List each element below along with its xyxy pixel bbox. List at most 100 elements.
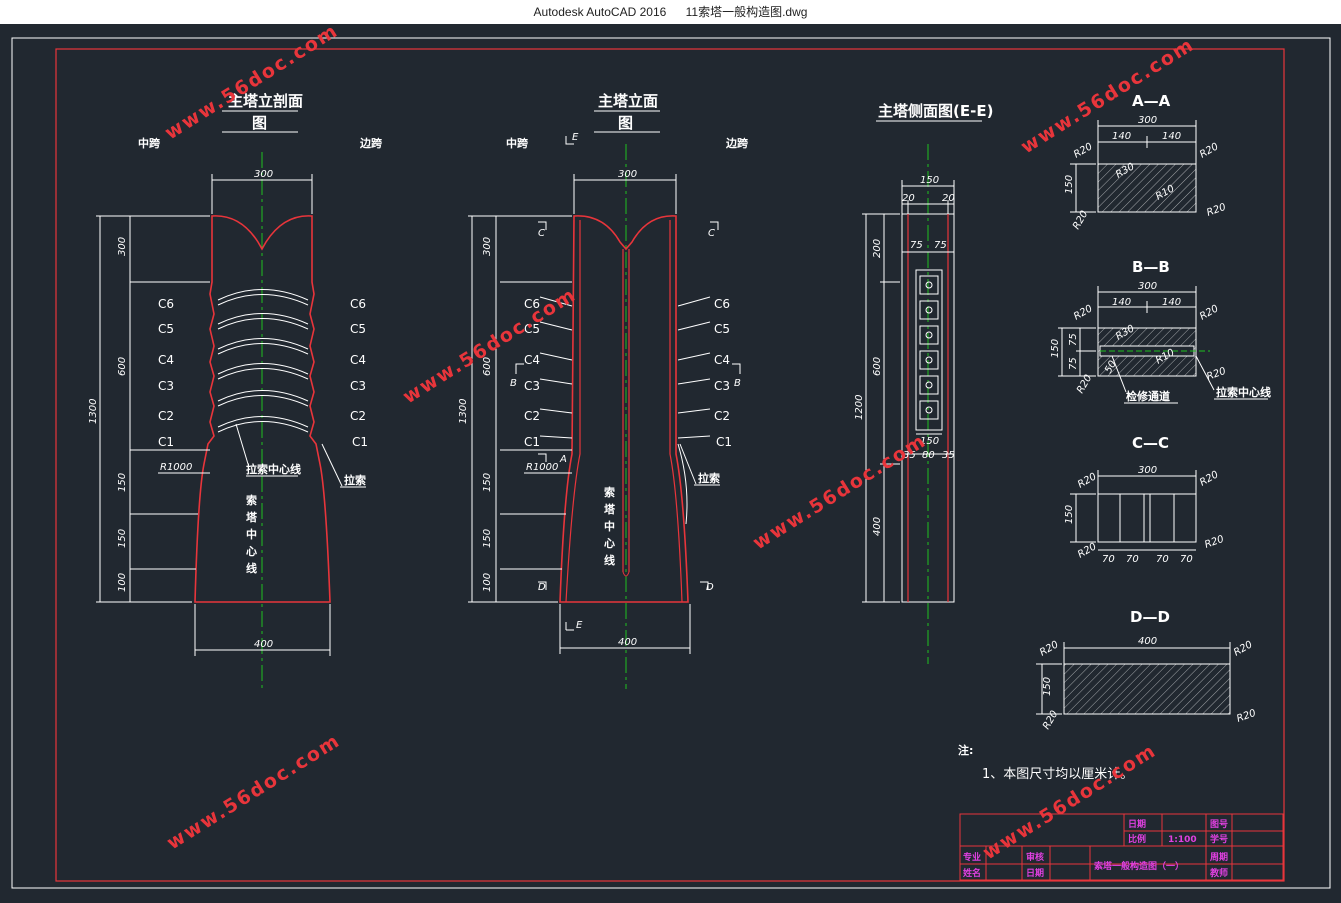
drawing-svg: 主塔立剖面 图 中跨 边跨 300 C6 C5 C4 C3 C2 [11, 19, 1331, 889]
side-title: 主塔侧面图(E-E) [878, 102, 993, 120]
section-right-label: 边跨 [359, 136, 383, 150]
section-cable-label: 拉索 [344, 473, 366, 487]
elevation-outline [559, 215, 689, 603]
tb-sheet-label: 图号 [1210, 819, 1228, 830]
elev-cable-c5-right: C5 [714, 322, 730, 336]
section-dim-150a: 150 [117, 473, 128, 492]
cc-dim-w: 300 [1138, 465, 1157, 476]
bb-r1: R20 [1072, 303, 1095, 322]
notes-line1: 1、本图尺寸均以厘米计。 [982, 767, 1133, 782]
drawing-canvas[interactable]: 主塔立剖面 图 中跨 边跨 300 C6 C5 C4 C3 C2 [0, 19, 1341, 899]
section-tower-center-label: 索塔 中心线 [246, 493, 258, 575]
svg-text:中: 中 [604, 519, 615, 533]
notes: 注: 1、本图尺寸均以厘米计。 [958, 743, 1133, 782]
cc-dim-c: 70 [1156, 554, 1169, 565]
elev-dim-100: 100 [482, 573, 493, 592]
elev-cut-b-right: B [734, 378, 741, 389]
elev-dim-600: 600 [482, 357, 493, 376]
aa-title: A—A [1132, 92, 1171, 110]
aa-r4: R20 [1205, 202, 1227, 219]
svg-text:线: 线 [604, 553, 615, 567]
side-dim-35a: 35 [903, 450, 916, 461]
side-dim-150b: 150 [920, 436, 939, 447]
tb-name-label: 姓名 [962, 867, 981, 879]
section-bb: B—B 300 140 140 150 75 75 R20 R20 R20 R2… [1050, 258, 1271, 404]
tb-drawing-name: 索塔一般构造图（一） [1094, 860, 1184, 872]
window-title-bar: Autodesk AutoCAD 2016 11索塔一般构造图.dwg [0, 0, 1341, 24]
side-dim-20b: 20 [942, 193, 955, 204]
tb-date-label: 日期 [1128, 818, 1146, 830]
section-cable-c2-left: C2 [158, 409, 174, 423]
side-dim-75a: 75 [910, 240, 923, 251]
bb-dim-w2: 140 [1162, 297, 1181, 308]
elev-cable-c3-right: C3 [714, 379, 730, 393]
section-cable-c4-left: C4 [158, 353, 174, 367]
section-cable-c5-left: C5 [158, 322, 174, 336]
elevation-view: 主塔立面 图 中跨 边跨 300 C6 C5 C4 C3 [458, 92, 749, 689]
section-dim-top: 300 [254, 169, 273, 180]
file-name: 11索塔一般构造图.dwg [685, 5, 808, 19]
bb-label-passage: 检修通道 [1126, 389, 1170, 403]
svg-text:心: 心 [604, 537, 615, 550]
section-cable-c6-right: C6 [350, 297, 366, 311]
section-dim-300: 300 [117, 237, 128, 256]
elev-cable-c3-left: C3 [524, 379, 540, 393]
tb-scale-label: 比例 [1128, 833, 1146, 845]
svg-text:索: 索 [604, 485, 615, 499]
side-dim-35b: 35 [942, 450, 955, 461]
elev-cable-c2-left: C2 [524, 409, 540, 423]
aa-r1: R20 [1072, 141, 1095, 160]
cc-r4: R20 [1203, 534, 1225, 551]
bb-dim-w: 300 [1138, 281, 1157, 292]
tb-date2-label: 日期 [1026, 867, 1044, 879]
elev-cable-c5-left: C5 [524, 322, 540, 336]
side-dim-1200: 1200 [854, 395, 865, 420]
bb-dim-h2: 75 [1068, 357, 1079, 370]
section-title-2: 图 [252, 114, 267, 132]
side-dim-75b: 75 [934, 240, 947, 251]
elev-cut-b-left: B [510, 378, 517, 389]
app-name: Autodesk AutoCAD 2016 [533, 5, 667, 19]
elevation-title-2: 图 [618, 114, 633, 132]
aa-dim-h: 150 [1064, 175, 1075, 194]
section-aa: A—A 300 140 140 150 R20 R20 R20 R20 R30 … [1064, 92, 1228, 232]
section-dim-total: 1300 [88, 399, 99, 424]
section-dd: D—D 400 150 R20 R20 R20 R20 [1036, 608, 1258, 732]
dd-r2: R20 [1232, 639, 1255, 658]
side-dim-200: 200 [872, 239, 883, 258]
section-left-label: 中跨 [138, 136, 161, 150]
bb-dim-h: 150 [1050, 339, 1061, 358]
section-outline [194, 215, 331, 603]
title-block[interactable]: 日期 比例 1:100 图号 学号 周期 教师 专业 姓名 审核 日期 索塔一般… [959, 813, 1284, 881]
cc-dim-h: 150 [1064, 505, 1075, 524]
elev-radius: R1000 [526, 462, 558, 473]
side-anchor-boxes [919, 275, 939, 420]
watermark-5: www.56doc.com [163, 729, 345, 854]
elevation-cable-labels: C6 C5 C4 C3 C2 C1 C6 C5 C4 C3 C2 C1 [524, 297, 732, 449]
elev-cable-c4-right: C4 [714, 353, 730, 367]
tb-period-label: 周期 [1210, 851, 1228, 863]
section-cable-c2-right: C2 [350, 409, 366, 423]
svg-text:心: 心 [246, 545, 257, 558]
section-cable-c3-right: C3 [350, 379, 366, 393]
elev-cut-e-bottom: E [576, 620, 583, 631]
section-radius: R1000 [160, 462, 192, 473]
dd-dim-h: 150 [1042, 677, 1053, 696]
aa-dim-w1: 140 [1112, 131, 1131, 142]
tb-major-label: 专业 [963, 851, 981, 863]
watermark-3: www.56doc.com [399, 283, 581, 408]
section-dim-150b: 150 [117, 529, 128, 548]
section-title: 主塔立剖面 [228, 92, 303, 110]
section-cable-labels: C6 C5 C4 C3 C2 C1 C6 C5 C4 C3 C2 C1 [158, 297, 368, 449]
elev-cut-d-right: D [706, 582, 714, 593]
elev-dim-bottom: 400 [618, 637, 637, 648]
elev-cut-a: A [559, 454, 567, 465]
elev-dim-150a: 150 [482, 473, 493, 492]
elev-cut-c-right: C [708, 228, 715, 239]
elevation-dim-top: 300 [618, 169, 637, 180]
bb-r2: R20 [1198, 303, 1221, 322]
side-dim-20a: 20 [902, 193, 915, 204]
cc-dim-a: 70 [1102, 554, 1115, 565]
dd-dim-w: 400 [1138, 636, 1157, 647]
section-cable-c1-left: C1 [158, 435, 174, 449]
